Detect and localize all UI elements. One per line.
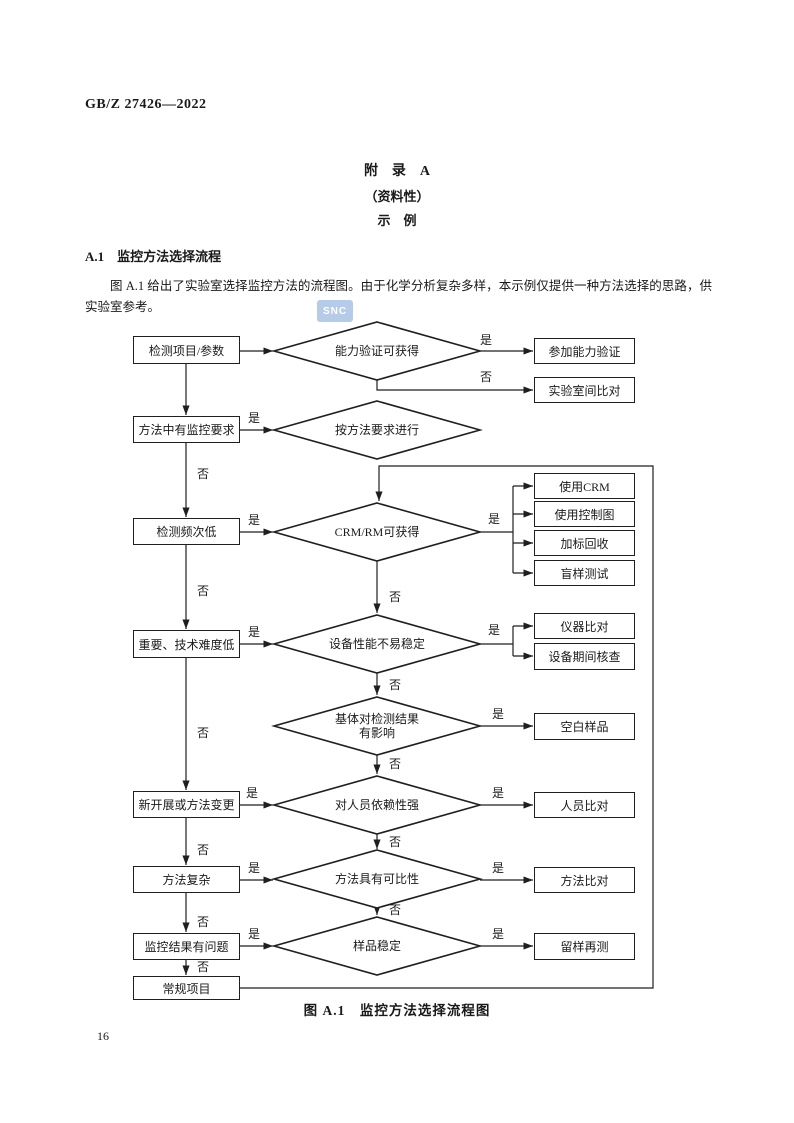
yes-label: 是 [248,625,261,639]
yes-label: 是 [492,786,505,800]
box-complex-method: 方法复杂 [133,866,240,893]
section-heading: A.1 监控方法选择流程 [85,249,222,264]
standard-number-header: GB/Z 27426—2022 [85,97,207,112]
result-blind-sample-test: 盲样测试 [534,560,635,586]
result-personnel-comparison: 人员比对 [534,792,635,818]
decision-personnel-dependent: 对人员依赖性强 [334,798,419,812]
box-detection-item: 检测项目/参数 [133,336,240,364]
no-label: 否 [197,915,210,929]
result-method-comparison: 方法比对 [534,867,635,893]
decision-pt-available: 能力验证可获得 [334,344,419,358]
decision-equipment-unstable: 设备性能不易稳定 [328,637,425,651]
no-label: 否 [389,835,402,849]
result-blank-sample: 空白样品 [534,713,635,740]
result-interlab-comparison: 实验室间比对 [534,377,635,403]
no-label: 否 [197,467,210,481]
sac-watermark: SNC [317,300,353,322]
appendix-subtitle2: 示 例 [377,213,417,228]
section-paragraph: 图 A.1 给出了实验室选择监控方法的流程图。由于化学分析复杂多样，本示例仅提供… [85,279,712,314]
box-low-test-frequency: 检测频次低 [133,518,240,545]
box-important-difficult: 重要、技术难度低 [133,630,240,658]
no-label: 否 [197,726,210,740]
result-instrument-comparison: 仪器比对 [534,613,635,639]
no-label: 否 [197,584,210,598]
yes-label: 是 [492,927,505,941]
result-join-pt: 参加能力验证 [534,338,635,364]
box-method-has-monitoring-requirement: 方法中有监控要求 [133,416,240,443]
box-new-or-changed-method: 新开展或方法变更 [133,791,240,818]
no-label: 否 [389,678,402,692]
decision-sample-stable: 样品稳定 [352,939,401,953]
box-monitoring-result-problem: 监控结果有问题 [133,933,240,960]
no-label: 否 [197,960,210,974]
result-use-crm: 使用CRM [534,473,635,499]
no-label: 否 [389,590,402,604]
yes-label: 是 [248,861,261,875]
yes-label: 是 [246,786,259,800]
yes-label: 是 [248,513,261,527]
result-use-control-chart: 使用控制图 [534,501,635,527]
figure-caption: 图 A.1 监控方法选择流程图 [303,1003,491,1018]
decision-crm-rm-available: CRM/RM可获得 [334,525,420,539]
yes-label: 是 [480,333,493,347]
no-label: 否 [480,370,493,384]
no-label: 否 [389,903,402,917]
yes-label: 是 [488,623,501,637]
yes-label: 是 [248,411,261,425]
yes-label: 是 [248,927,261,941]
page-number: 16 [97,1029,109,1043]
result-retest-retained-sample: 留样再测 [534,933,635,960]
decision-follow-method: 按方法要求进行 [334,423,419,437]
yes-label: 是 [492,861,505,875]
decision-matrix-affects-result: 基体对检测结果 有影响 [334,712,419,740]
appendix-subtitle: （资料性） [364,189,430,204]
yes-label: 是 [492,707,505,721]
box-routine-item: 常规项目 [133,976,240,1000]
decision-method-comparable: 方法具有可比性 [334,872,419,886]
no-label: 否 [389,757,402,771]
result-equipment-intermediate-check: 设备期间核查 [534,643,635,670]
appendix-title: 附 录 A [363,164,431,179]
no-label: 否 [197,843,210,857]
yes-label: 是 [488,512,501,526]
result-spike-recovery: 加标回收 [534,530,635,556]
